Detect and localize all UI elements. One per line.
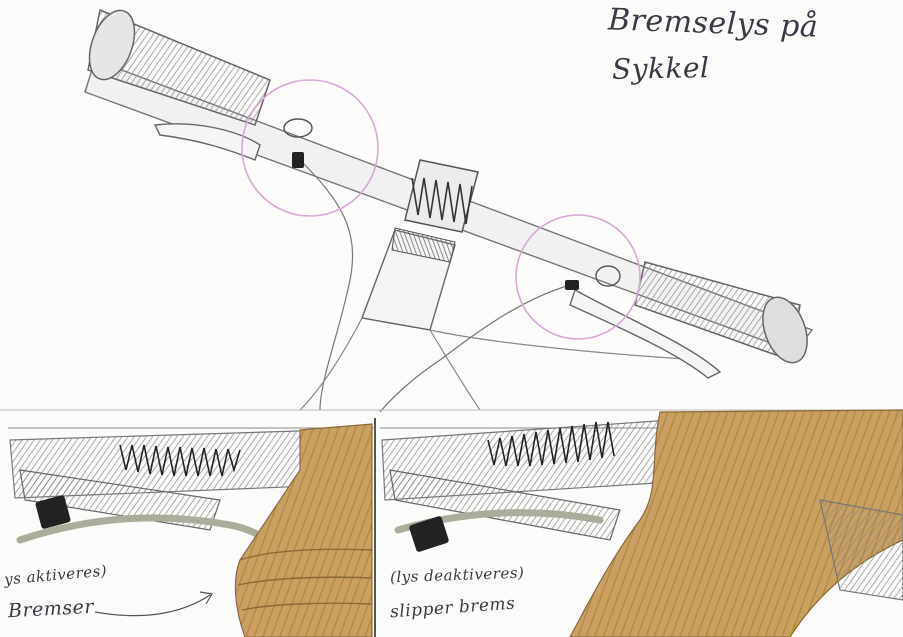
brake-sensor-left [292,152,304,168]
left-brake-bolt [284,119,312,137]
left-panel-arrow [95,595,210,616]
sketch-title-line-2: Sykkel [612,51,710,86]
left-panel-caption-action: Bremser [7,596,94,622]
brake-sensor-right [565,280,579,290]
sketch-title-line-1: Bremselys på [607,2,818,44]
brake-cable-left [300,160,353,410]
